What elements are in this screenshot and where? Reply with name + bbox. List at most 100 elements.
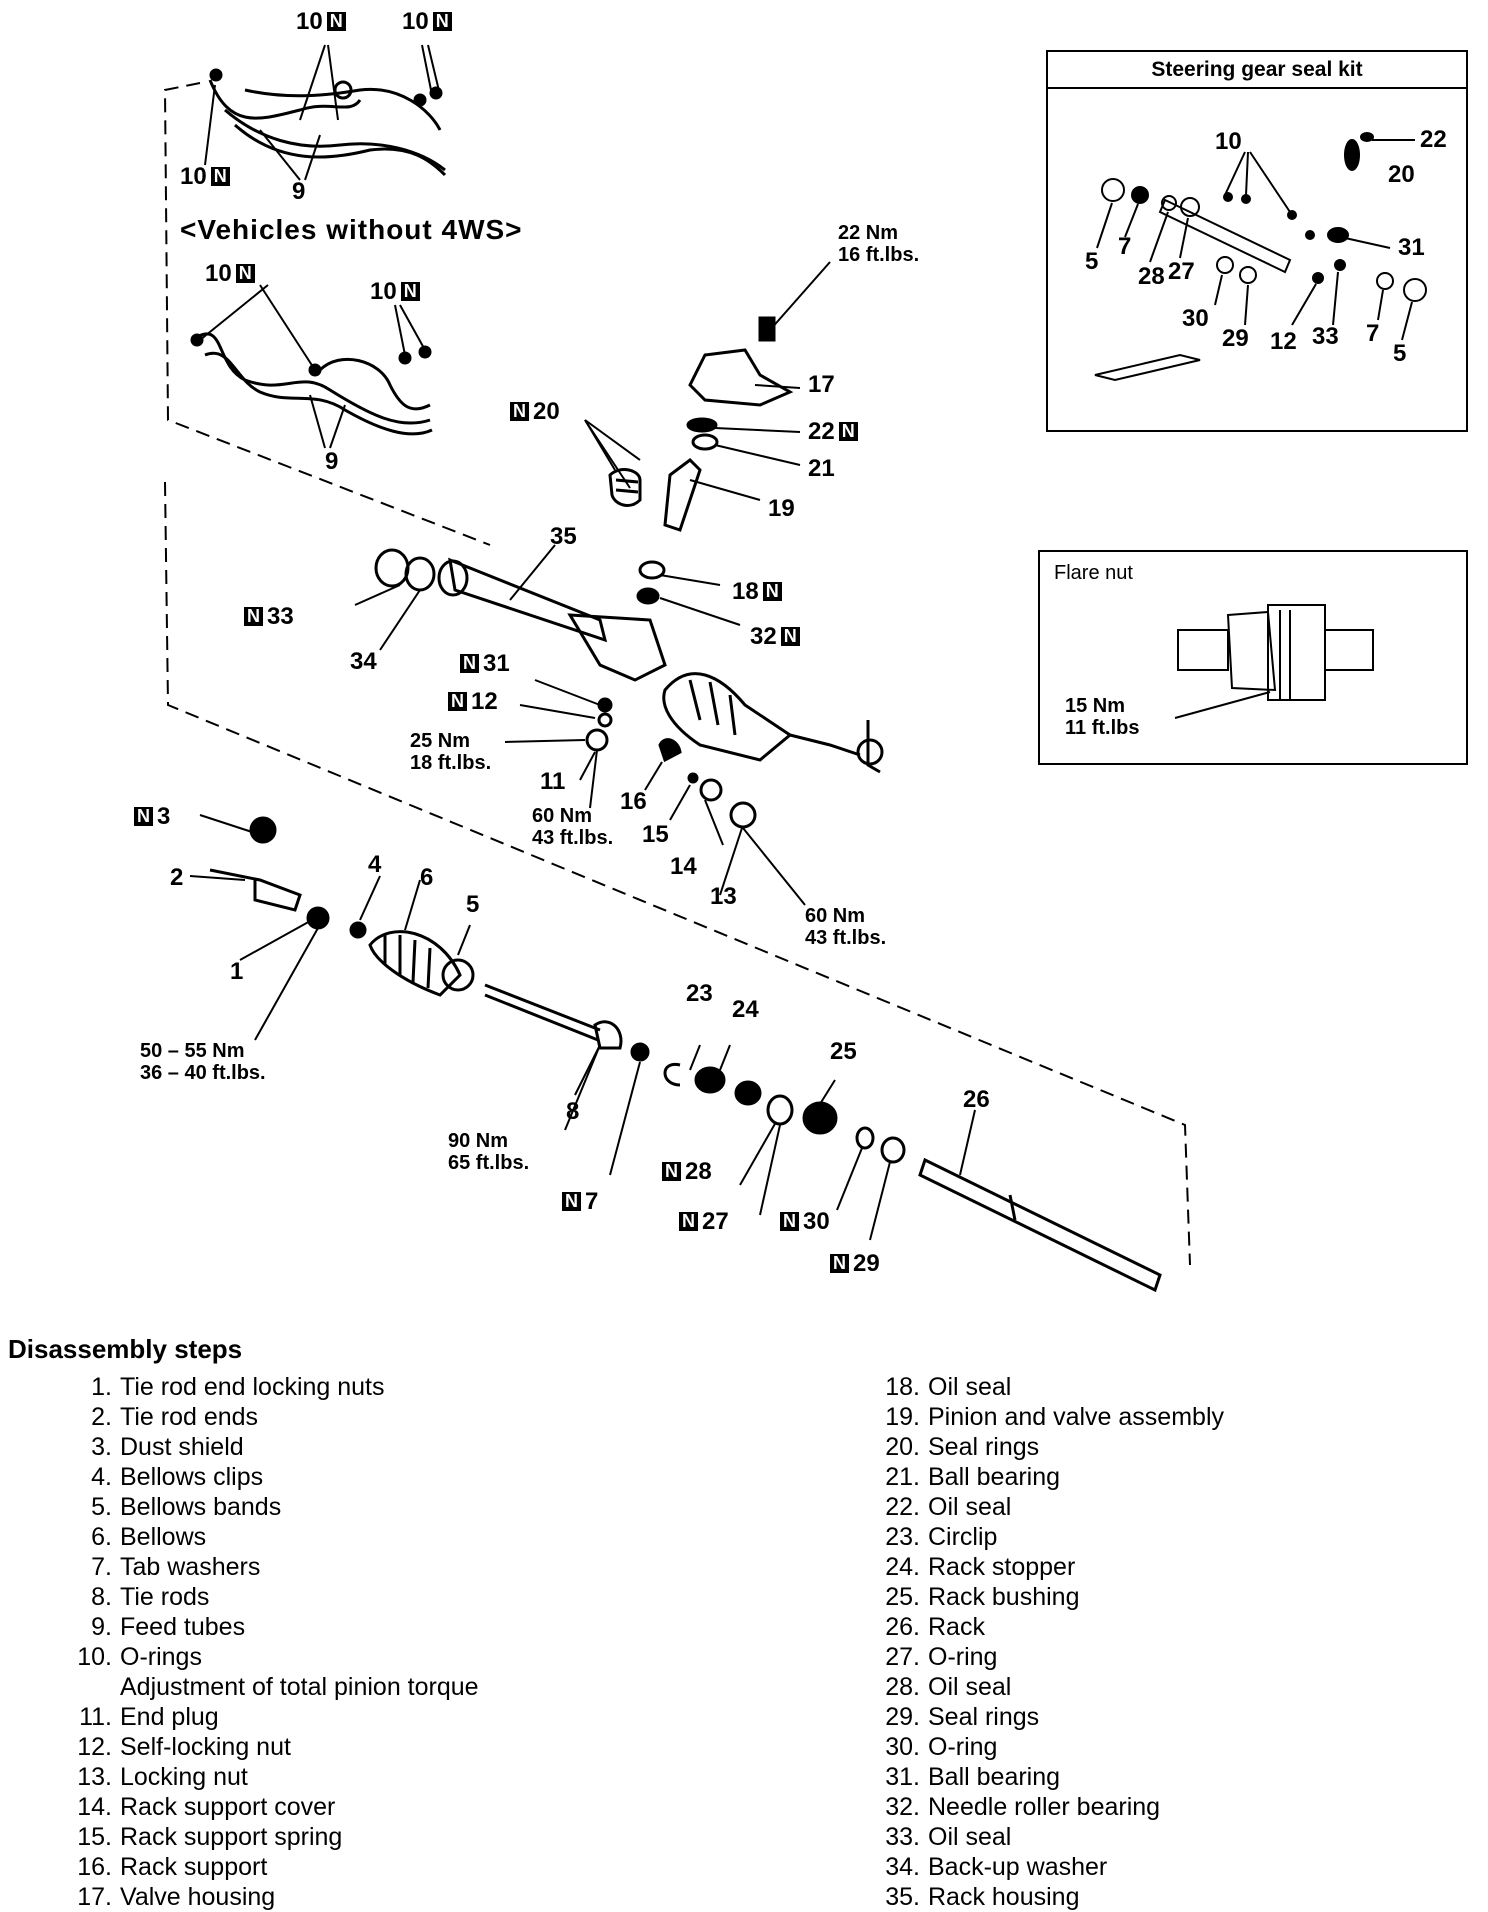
seal-kit-parts (1094, 132, 1427, 382)
step-number: 2. (91, 1403, 112, 1431)
step-number: 13. (77, 1763, 112, 1791)
step-item: 16.Rack support (60, 1852, 479, 1882)
kit-callout-29: 29 (1222, 325, 1249, 352)
step-number: 30. (885, 1733, 920, 1761)
kit-callout-12: 12 (1270, 328, 1297, 355)
step-text: Tie rod ends (120, 1403, 259, 1431)
step-item: 30.O-ring (868, 1732, 1224, 1762)
step-number: 32. (885, 1793, 920, 1821)
feed-tubes (190, 332, 433, 436)
step-text: End plug (120, 1703, 219, 1731)
step-item: 19. Pinion and valve assembly (868, 1402, 1224, 1432)
step-item: 25.Rack bushing (868, 1582, 1224, 1612)
step-number: 19. (885, 1403, 920, 1431)
step-number: 4. (91, 1463, 112, 1491)
step-text: Pinion and valve assembly (928, 1403, 1224, 1431)
kit-callout-20: 20 (1388, 161, 1415, 188)
new-part-marker: N (448, 692, 467, 711)
flare-nut-inset: Flare nut (1038, 550, 1468, 765)
kit-callout-5: 5 (1393, 340, 1407, 367)
step-item: 21.Ball bearing (868, 1462, 1224, 1492)
step-item: Adjustment of total pinion torque (60, 1672, 479, 1702)
seal-kit-title: Steering gear seal kit (1048, 52, 1466, 89)
step-text: Locking nut (120, 1763, 248, 1791)
new-part-marker: N (244, 607, 263, 626)
callout-5: 5 (466, 891, 480, 918)
callout-34: 34 (350, 648, 377, 675)
new-part-marker: N (830, 1254, 849, 1273)
step-text: Tab washers (120, 1553, 261, 1581)
step-text: Oil seal (928, 1493, 1012, 1521)
seal-kit-inset: Steering gear seal kit (1046, 50, 1468, 432)
leader-lines (189, 44, 976, 1241)
step-item: 18.Oil seal (868, 1372, 1224, 1402)
kit-callout-7: 7 (1366, 320, 1380, 347)
step-item: 3.Dust shield (60, 1432, 479, 1462)
new-part-marker: N (762, 582, 782, 601)
callout-14: 14 (670, 853, 697, 880)
step-number: 31. (885, 1763, 920, 1791)
step-number: 22. (885, 1493, 920, 1521)
step-text: Rack housing (928, 1883, 1080, 1911)
group-outline-dashed (163, 82, 1191, 1266)
callout-11: 11 (540, 768, 566, 795)
callout-19: 19 (768, 495, 795, 522)
step-text: Rack support (120, 1853, 268, 1881)
step-item: 28.Oil seal (868, 1672, 1224, 1702)
step-item: 29.Seal rings (868, 1702, 1224, 1732)
valve-housing-parts (608, 316, 794, 605)
kit-callout-10: 10 (1215, 128, 1242, 155)
callout-35: 35 (550, 523, 577, 550)
step-text: Rack stopper (928, 1553, 1076, 1581)
step-text: Seal rings (928, 1703, 1040, 1731)
step-text: Feed tubes (120, 1613, 246, 1641)
step-text: Valve housing (120, 1883, 276, 1911)
step-text: O-ring (928, 1643, 998, 1671)
step-text: Adjustment of total pinion torque (120, 1673, 479, 1701)
step-text: Tie rod end locking nuts (120, 1373, 385, 1401)
step-item: 9.Feed tubes (60, 1612, 479, 1642)
step-text: Oil seal (928, 1823, 1012, 1851)
new-part-marker: N (235, 264, 255, 283)
step-item: 15.Rack support spring (60, 1822, 479, 1852)
new-part-marker: N (400, 282, 420, 301)
callout-16: 16 (620, 788, 647, 815)
callout-21: 21 (808, 455, 835, 482)
plug-and-nut-parts (585, 697, 757, 829)
step-number: 24. (885, 1553, 920, 1581)
callout-1: 1 (230, 958, 244, 985)
step-text: Ball bearing (928, 1763, 1061, 1791)
step-item: 12.Self-locking nut (60, 1732, 479, 1762)
step-number: 12. (77, 1733, 112, 1761)
step-text: Circlip (928, 1523, 998, 1551)
step-text: Rack bushing (928, 1583, 1080, 1611)
step-item: 8.Tie rods (60, 1582, 479, 1612)
callout-13: 13 (710, 883, 737, 910)
step-item: 2. Tie rod ends (60, 1402, 479, 1432)
kit-callout-28: 28 (1138, 263, 1165, 290)
new-part-marker: N (432, 12, 452, 31)
step-number: 17. (77, 1883, 112, 1911)
step-number: 11. (79, 1703, 112, 1731)
step-number: 3. (91, 1433, 112, 1461)
callout-17: 17 (808, 371, 835, 398)
step-item: 27.O-ring (868, 1642, 1224, 1672)
step-number: 28. (885, 1673, 920, 1701)
step-item: 23.Circlip (868, 1522, 1224, 1552)
rack-parts (663, 1062, 1162, 1293)
